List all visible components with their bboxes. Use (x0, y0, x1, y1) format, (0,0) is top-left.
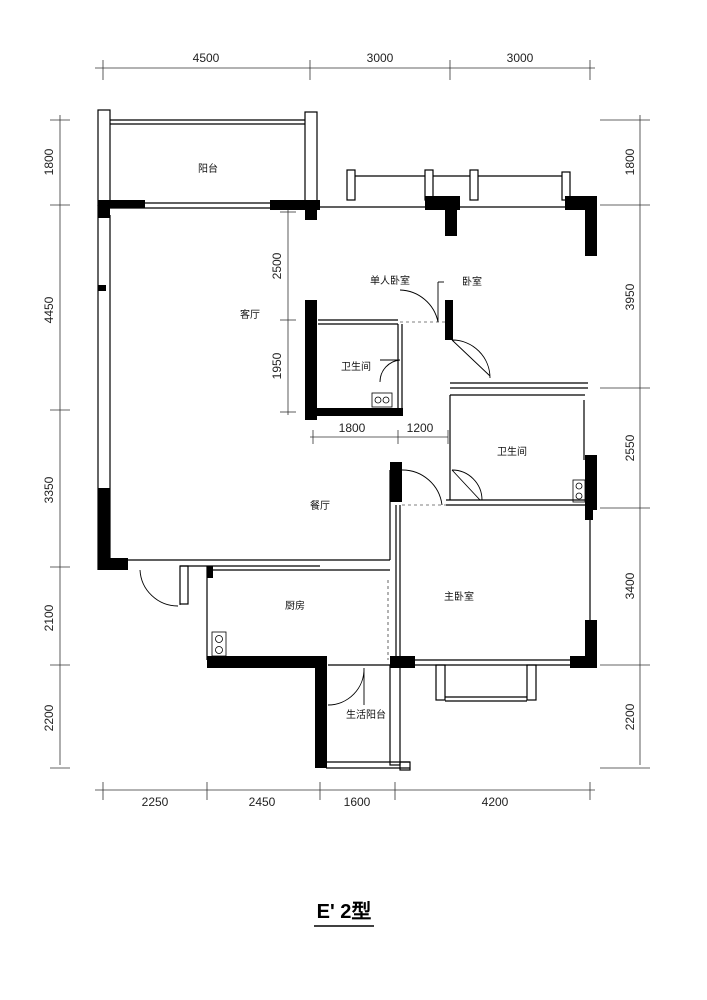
room-label-service-balcony: 生活阳台 (346, 708, 386, 721)
dim-bottom-4: 4200 (482, 795, 509, 809)
sink-bathroom-1 (371, 392, 393, 408)
plan-title: E' 2型 (317, 900, 372, 923)
dim-top-3: 3000 (507, 51, 534, 65)
door-hall (401, 469, 443, 506)
room-label-dining-room: 餐厅 (310, 499, 330, 512)
room-label-bathroom-1: 卫生间 (341, 360, 371, 373)
dim-top-1: 4500 (193, 51, 220, 65)
dim-inner-2500: 2500 (270, 252, 284, 279)
dim-bottom-3: 1600 (344, 795, 371, 809)
dim-right-1: 1800 (623, 148, 637, 175)
dim-right-2: 3950 (623, 283, 637, 310)
dim-inner-1200: 1200 (407, 421, 434, 435)
structural-walls (98, 196, 597, 768)
door-bathroom-2 (451, 469, 483, 501)
room-label-living-room: 客厅 (240, 308, 260, 321)
room-label-master-bedroom: 主卧室 (444, 590, 474, 603)
stove-kitchen (211, 631, 227, 657)
sink-bathroom-2 (572, 479, 586, 503)
dim-bottom-2: 2450 (249, 795, 276, 809)
dimension-lines (50, 60, 650, 800)
door-bathroom-1 (379, 359, 401, 383)
door-service-balcony (327, 667, 365, 706)
dashed-lines (387, 321, 446, 660)
room-label-single-bedroom: 单人卧室 (370, 274, 410, 287)
dim-top-2: 3000 (367, 51, 394, 65)
dim-inner-1800: 1800 (339, 421, 366, 435)
dim-left-3: 3350 (42, 476, 56, 503)
door-bedroom (451, 339, 491, 379)
doors (139, 281, 491, 706)
room-label-bathroom-2: 卫生间 (497, 445, 527, 458)
dim-left-5: 2200 (42, 704, 56, 731)
dim-left-4: 2100 (42, 604, 56, 631)
dim-right-3: 2550 (623, 434, 637, 461)
dim-bottom-1: 2250 (142, 795, 169, 809)
room-label-balcony: 阳台 (198, 162, 218, 175)
door-entrance (139, 569, 181, 607)
dim-right-4: 3400 (623, 572, 637, 599)
thin-walls (97, 109, 591, 771)
dim-left-2: 4450 (42, 296, 56, 323)
dim-left-1: 1800 (42, 148, 56, 175)
fixtures (211, 392, 586, 657)
room-label-kitchen: 厨房 (285, 599, 305, 612)
room-label-bedroom: 卧室 (462, 275, 482, 288)
door-single-bedroom (399, 282, 439, 323)
dim-right-5: 2200 (623, 703, 637, 730)
dim-inner-1950: 1950 (270, 352, 284, 379)
